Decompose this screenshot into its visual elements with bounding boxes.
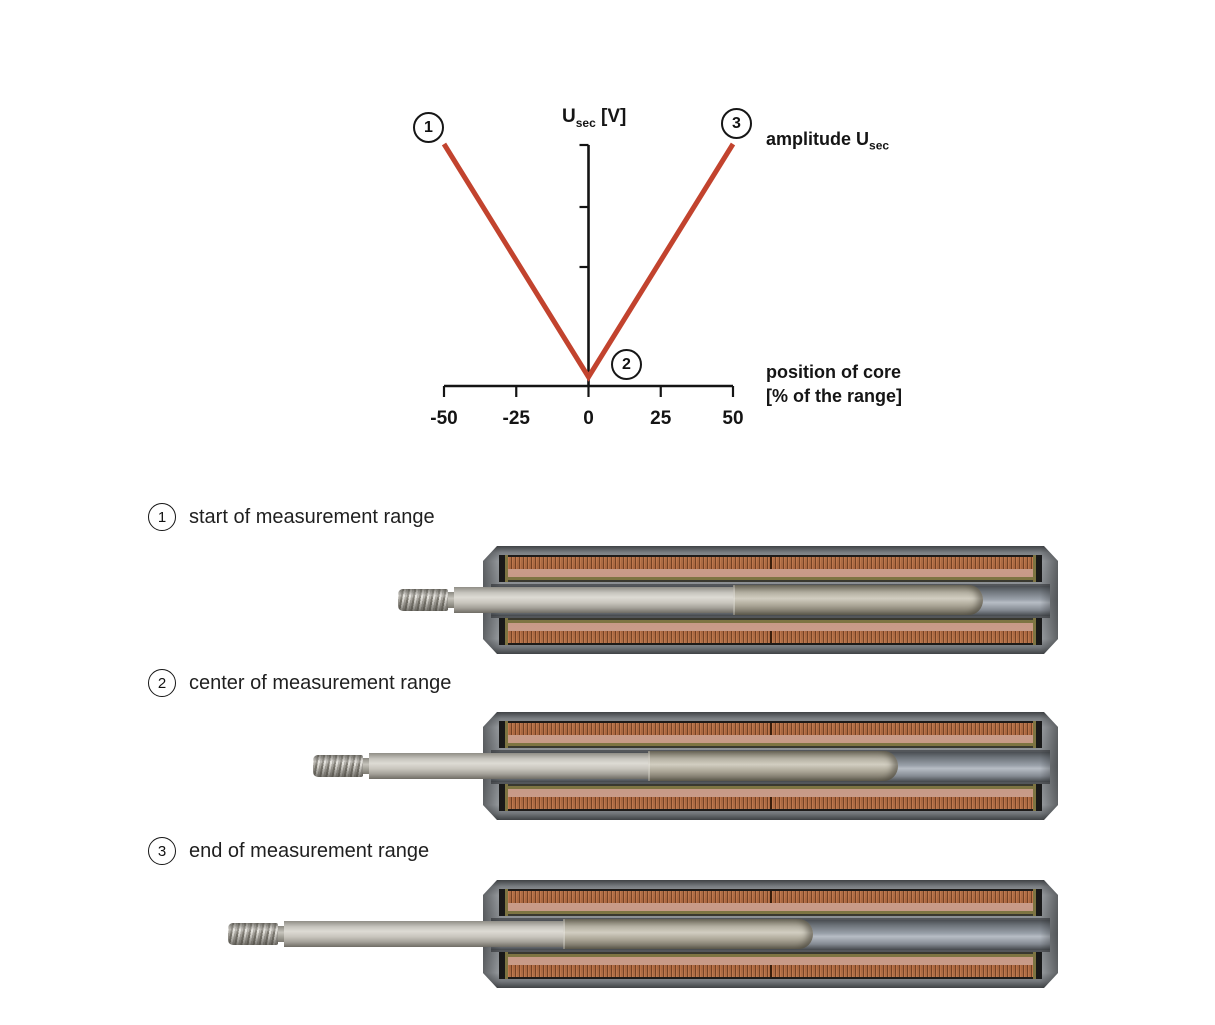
y-axis-title: Usec [V] (562, 106, 627, 130)
rod-neck (278, 926, 284, 942)
rod-neck (448, 592, 454, 608)
rod-thread (398, 589, 448, 611)
rod-neck (363, 758, 369, 774)
ferromagnetic-core (733, 585, 983, 615)
rod-thread (313, 755, 363, 777)
x-tick-label: -50 (430, 408, 457, 429)
annotation-circle-2: 2 (611, 349, 642, 380)
figure-number-circle: 2 (148, 669, 176, 697)
rod-thread (228, 923, 278, 945)
rod-shaft (284, 921, 563, 947)
x-tick-label: -25 (503, 408, 531, 429)
figure-center-of-range: 2 center of measurement range (0, 669, 1215, 820)
x-tick-label: 0 (583, 408, 594, 429)
characteristic-curve (441, 142, 736, 382)
figure-number-circle: 3 (148, 837, 176, 865)
lvdt-characteristic-chart: -50 -25 0 25 50 (430, 142, 744, 429)
annotation-circle-1: 1 (413, 112, 444, 143)
x-tick-label: 50 (722, 408, 743, 429)
coil-winding-top (499, 555, 1042, 582)
amplitude-label-sub: sec (869, 138, 890, 153)
figure-label-text: center of measurement range (189, 671, 452, 694)
core-rod (398, 585, 983, 615)
rod-shaft (454, 587, 733, 613)
figure-label: 3 end of measurement range (148, 837, 429, 865)
annotation-circle-3: 3 (721, 108, 752, 139)
figure-number-circle: 1 (148, 503, 176, 531)
ferromagnetic-core (648, 751, 898, 781)
housing-endcap-right (1040, 712, 1058, 820)
coil-winding-top (499, 721, 1042, 748)
amplitude-label: amplitude Usec (766, 129, 890, 153)
core-rod (228, 919, 813, 949)
coil-winding-bottom (499, 784, 1042, 811)
figure-start-of-range: 1 start of measurement range (0, 503, 1215, 654)
x-tick-label: 25 (650, 408, 672, 429)
housing-endcap-right (1040, 880, 1058, 988)
x-axis-label-line1: position of core (766, 362, 901, 382)
y-axis-title-sub: sec (575, 115, 596, 130)
figure-label-text: start of measurement range (189, 505, 435, 528)
housing-endcap-right (1040, 546, 1058, 654)
x-axis-label: position of core [% of the range] (766, 360, 902, 408)
figure-label-text: end of measurement range (189, 839, 430, 862)
core-rod (313, 751, 898, 781)
x-axis-label-line2: [% of the range] (766, 386, 903, 406)
coil-winding-bottom (499, 618, 1042, 645)
rod-shaft (369, 753, 648, 779)
figure-end-of-range: 3 end of measurement range (0, 837, 1215, 988)
y-axis-title-unit: [V] (595, 106, 627, 127)
y-axis-title-main: U (562, 106, 576, 127)
figure-label: 2 center of measurement range (148, 669, 451, 697)
coil-winding-top (499, 889, 1042, 916)
ferromagnetic-core (563, 919, 813, 949)
amplitude-label-main: amplitude U (766, 129, 870, 149)
coil-winding-bottom (499, 952, 1042, 979)
figure-label: 1 start of measurement range (148, 503, 435, 531)
